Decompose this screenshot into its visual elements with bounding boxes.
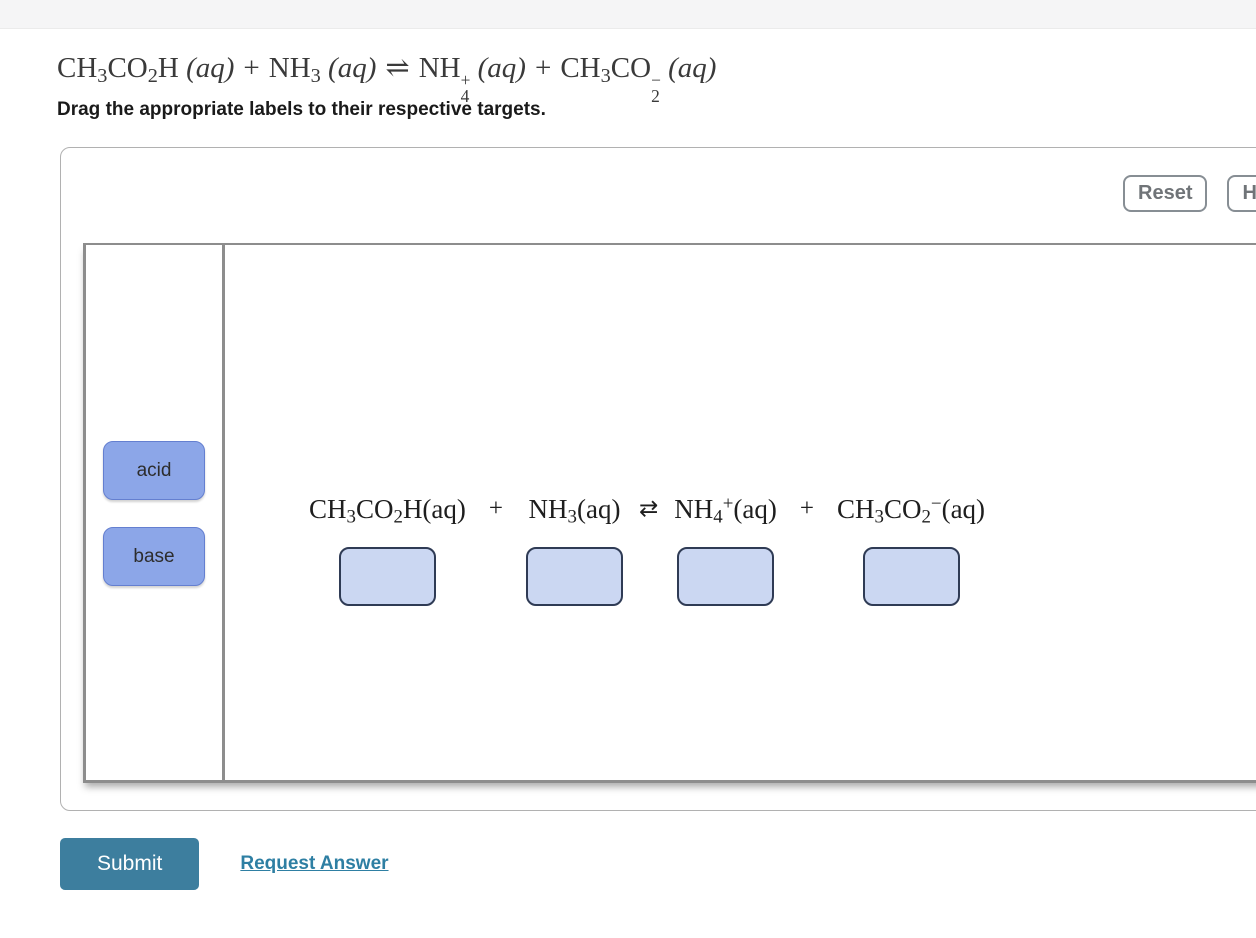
reaction-column-2: NH3(aq) — [526, 488, 624, 606]
label-bank: acid base — [86, 245, 225, 780]
reset-button[interactable]: Reset — [1123, 175, 1208, 212]
submit-button[interactable]: Submit — [60, 838, 200, 890]
drop-target-3[interactable] — [677, 547, 775, 606]
problem-equation: CH3CO2H (aq)+NH3 (aq)⇌NH+4 (aq)+CH3CO−2 … — [57, 52, 717, 107]
request-answer-link[interactable]: Request Answer — [240, 853, 389, 874]
drop-target-2[interactable] — [526, 547, 624, 606]
instruction-text: Drag the appropriate labels to their res… — [57, 99, 546, 120]
page-top-strip — [0, 0, 1256, 29]
drag-drop-area: acid base CH3CO2H(aq) + NH3(aq) ⇄ NH4+(a… — [83, 243, 1256, 783]
help-button[interactable]: H — [1227, 175, 1256, 212]
species-formula-4: CH3CO2−(aq) — [836, 493, 986, 528]
plus-operator-2: + — [799, 495, 814, 522]
footer-actions: Submit Request Answer — [60, 838, 1256, 890]
species-formula-3: NH4+(aq) — [674, 493, 777, 528]
species-formula-2: NH3(aq) — [528, 494, 621, 528]
drop-target-1[interactable] — [338, 547, 436, 606]
species-formula-1: CH3CO2H(aq) — [309, 494, 466, 528]
equilibrium-arrow-icon: ⇄ — [639, 496, 659, 522]
activity-panel: Reset H acid base CH3CO2H(aq) + NH3(aq) … — [60, 147, 1256, 811]
drag-label-base[interactable]: base — [103, 527, 205, 586]
plus-operator-1: + — [488, 495, 504, 522]
reaction-row: CH3CO2H(aq) + NH3(aq) ⇄ NH4+(aq) + CH3CO… — [309, 488, 1256, 606]
drag-label-acid[interactable]: acid — [103, 441, 205, 500]
reaction-column-4: CH3CO2−(aq) — [837, 488, 985, 606]
reaction-area: CH3CO2H(aq) + NH3(aq) ⇄ NH4+(aq) + CH3CO… — [225, 245, 1256, 780]
drop-target-4[interactable] — [862, 547, 960, 606]
reaction-column-1: CH3CO2H(aq) — [309, 488, 466, 606]
reaction-column-3: NH4+(aq) — [674, 488, 777, 606]
toolbar: Reset H — [1123, 175, 1256, 212]
